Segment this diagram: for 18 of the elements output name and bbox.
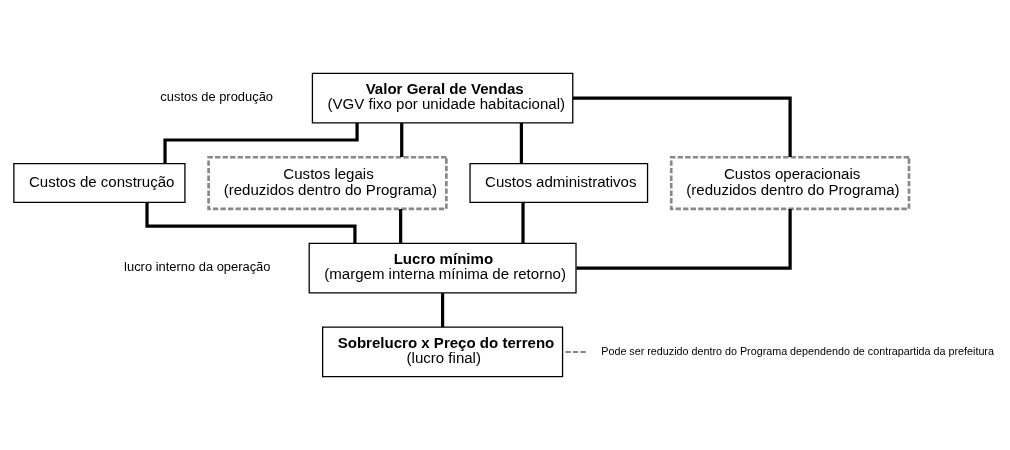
- node-box: Valor Geral de Vendas (VGV fixo por unidade habitacional): [311, 72, 574, 124]
- node-box: Custos administrativos: [469, 163, 649, 204]
- node-box: Sobrelucro x Preço do terreno (lucro final): [322, 326, 564, 378]
- connector: [400, 123, 404, 157]
- node-box: Custos operacionais (reduzidos dentro do Programa): [669, 155, 911, 211]
- connector: [441, 293, 445, 328]
- connector: [562, 350, 586, 354]
- node-text: Pode ser reduzido dentro do Programa dependendo de contrapartida da prefeitura: [601, 344, 994, 357]
- connector: [576, 209, 792, 270]
- node-box: Custos legais (reduzidos dentro do Programa): [207, 155, 448, 211]
- connector: [521, 202, 525, 244]
- label: lucro interno da operação: [124, 259, 271, 275]
- connector: [573, 96, 792, 158]
- label: custos de produção: [160, 89, 273, 105]
- connector: [519, 123, 524, 164]
- node-box: Lucro mínimo (margem interna mínima de retorno): [308, 242, 577, 294]
- connector: [399, 209, 403, 244]
- node-box: Custos de construção: [13, 163, 186, 204]
